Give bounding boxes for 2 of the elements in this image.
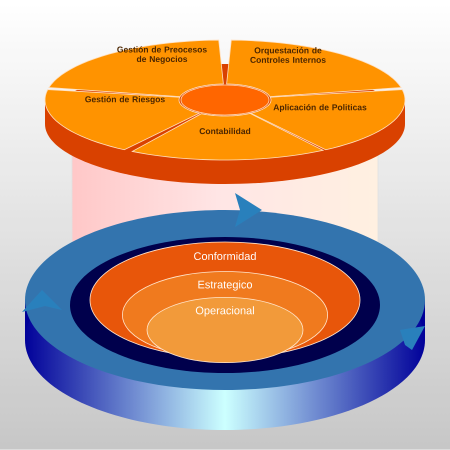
pie-segment: Gestión de Riesgos (44, 89, 200, 150)
ellipse-level: Operacional (146, 296, 304, 364)
